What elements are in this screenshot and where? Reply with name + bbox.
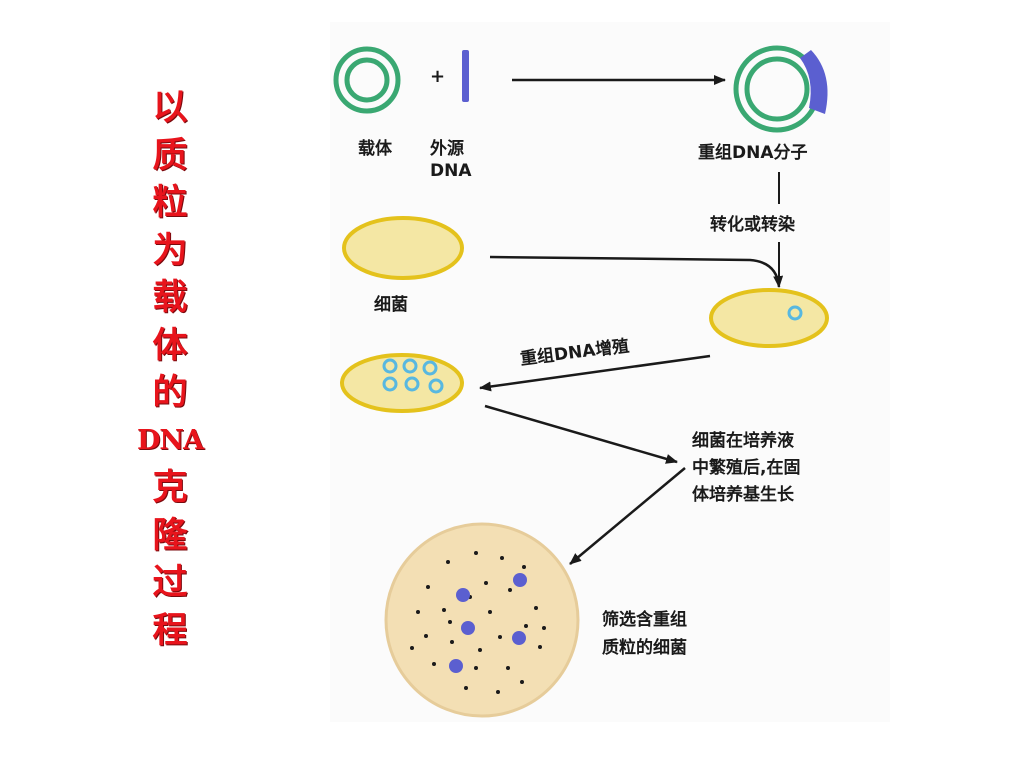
title-char: 隆 <box>152 514 188 556</box>
arrow-to-culture <box>484 404 678 464</box>
arrow-to-dish <box>569 467 686 565</box>
arrow-to-transformed <box>489 255 784 288</box>
foreign-dna-label: 外源 DNA <box>430 139 472 181</box>
bacteria-label: 细菌 <box>374 295 408 315</box>
vector-plasmid <box>333 46 401 114</box>
cloning-diagram: + 载体 外源 DNA 重组DNA分子 转化或转染 细菌 重组DNA增殖 细菌在… <box>330 22 890 722</box>
title-char: 的 <box>152 372 188 413</box>
title-char: 过 <box>152 562 188 603</box>
recombinant-label: 重组DNA分子 <box>698 143 808 163</box>
title-char: 程 <box>152 609 188 651</box>
amplified-plasmids <box>382 358 444 394</box>
recombinant-plasmid <box>733 45 828 133</box>
title-char: 粒 <box>152 182 188 223</box>
screen-label: 筛选含重组 质粒的细菌 <box>602 610 687 658</box>
transformed-cell <box>709 288 829 348</box>
title-char: 为 <box>152 229 188 271</box>
small-plasmid <box>787 305 803 321</box>
title-char: 以 <box>152 87 188 128</box>
foreign-dna-fragment <box>462 50 469 102</box>
title-char: 质 <box>152 134 188 176</box>
amplified-cell <box>340 353 464 413</box>
title-char: DNA <box>136 424 204 456</box>
title-char: 体 <box>152 324 188 366</box>
plus-sign: + <box>430 66 446 87</box>
bacteria-cell <box>342 216 464 280</box>
arrow-amplification <box>479 354 711 392</box>
transformation-label: 转化或转染 <box>710 215 795 235</box>
petri-dish <box>384 522 580 718</box>
diagram-graphics <box>333 45 829 718</box>
title-char: 载 <box>152 277 188 318</box>
vector-label: 载体 <box>358 139 392 159</box>
title-char: 克 <box>152 467 188 508</box>
culture-label: 细菌在培养液 中繁殖后,在固 体培养基生长 <box>692 431 801 505</box>
page-title: 以 质 粒 为 载 体 的 DNA 克 隆 过 程 <box>128 84 212 654</box>
